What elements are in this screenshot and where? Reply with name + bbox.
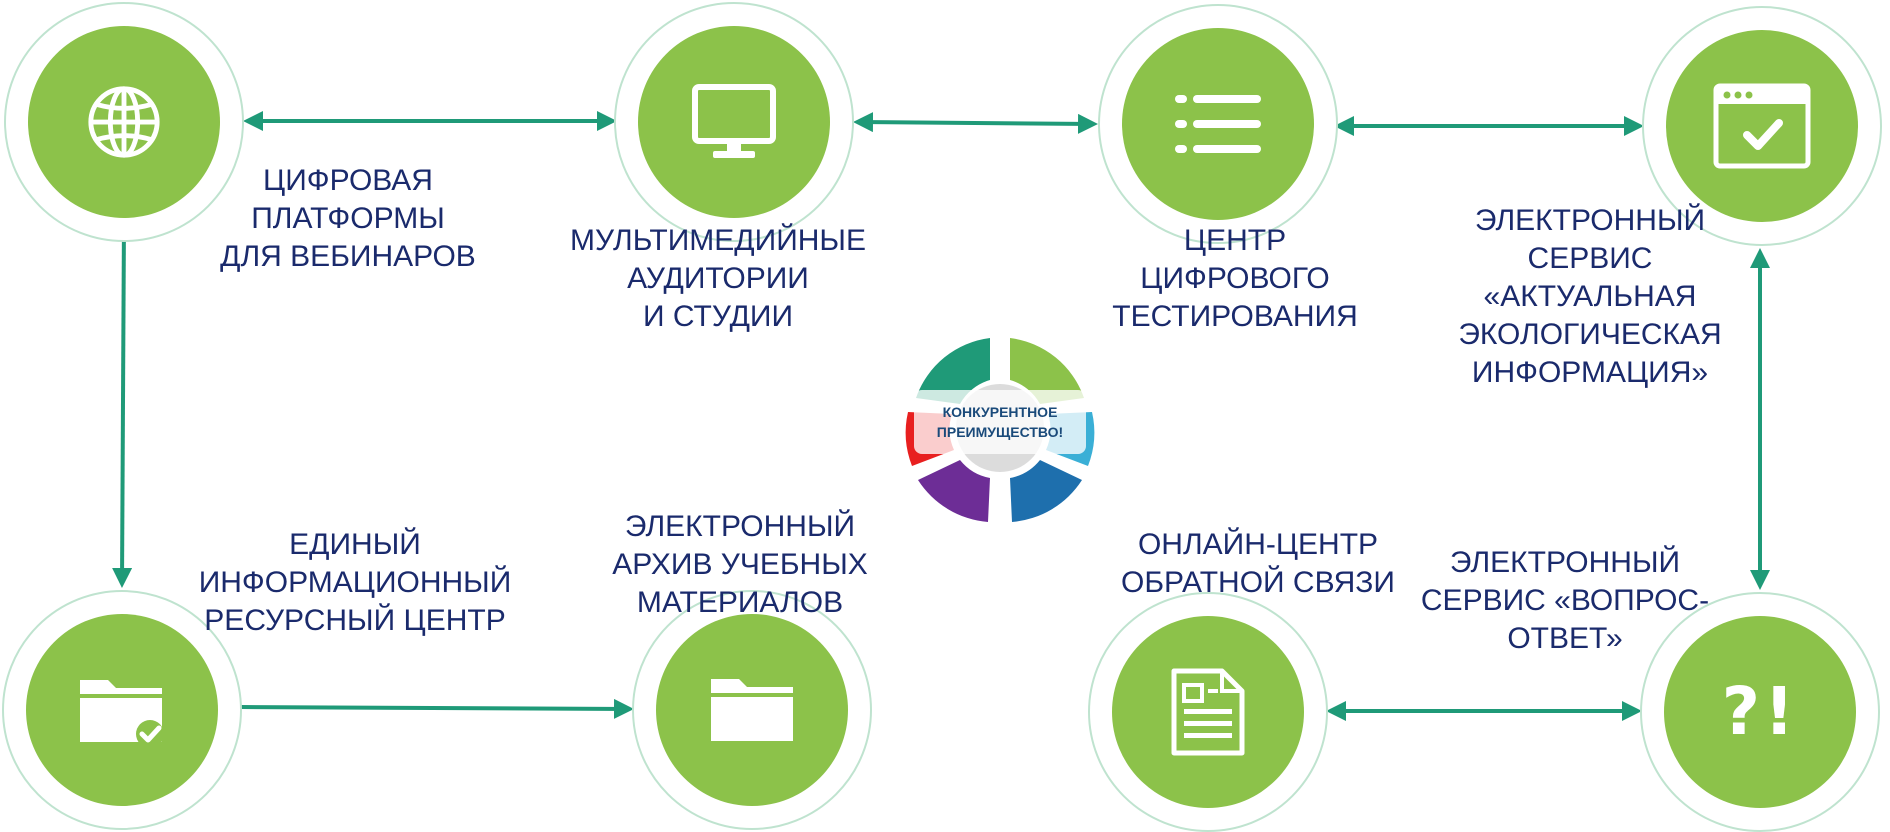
folder-icon — [711, 679, 793, 741]
label-line: И СТУДИИ — [642, 300, 794, 333]
question-exclamation-icon: ?! — [1721, 673, 1799, 750]
label-line: ИНФОРМАЦИЯ» — [1471, 356, 1709, 389]
label-line: ИНФОРМАЦИОННЫЙ — [198, 566, 512, 599]
label-feedback-center: ОНЛАЙН-ЦЕНТР ОБРАТНОЙ СВЯЗИ — [1088, 526, 1428, 602]
label-line: ЭЛЕКТРОННЫЙ — [624, 510, 856, 543]
hub-label-line: ПРЕИМУЩЕСТВО! — [936, 424, 1064, 440]
label-line: ЦИФРОВОГО — [1140, 262, 1330, 295]
label-line: ТЕСТИРОВАНИЯ — [1112, 300, 1358, 333]
label-qa-service: ЭЛЕКТРОННЫЙ СЕРВИС «ВОПРОС- ОТВЕТ» — [1400, 544, 1730, 658]
node-feedback-center — [1088, 592, 1328, 832]
folder-check-icon — [80, 680, 164, 748]
label-testing-center: ЦЕНТР ЦИФРОВОГО ТЕСТИРОВАНИЯ — [1075, 222, 1395, 336]
node-webinar-platform — [4, 2, 244, 242]
label-multimedia-rooms: МУЛЬТИМЕДИЙНЫЕ АУДИТОРИИ И СТУДИИ — [553, 222, 883, 336]
hub-label: КОНКУРЕНТНОЕ ПРЕИМУЩЕСТВО! — [914, 390, 1086, 454]
label-line: ЦЕНТР — [1183, 224, 1287, 257]
connector-webinar-resource — [112, 217, 133, 588]
label-line: ЕДИНЫЙ — [289, 528, 421, 561]
label-line: РЕСУРСНЫЙ ЦЕНТР — [204, 604, 506, 637]
label-line: ОТВЕТ» — [1507, 622, 1623, 655]
label-line: АУДИТОРИИ — [627, 262, 809, 295]
connector-resource-archive — [240, 698, 634, 719]
label-webinar-platform: ЦИФРОВАЯ ПЛАТФОРМЫ ДЛЯ ВЕБИНАРОВ — [188, 162, 508, 276]
label-archive: ЭЛЕКТРОННЫЙ АРХИВ УЧЕБНЫХ МАТЕРИАЛОВ — [575, 508, 905, 622]
label-line: СЕРВИС — [1527, 242, 1653, 275]
monitor-icon — [692, 84, 776, 158]
node-multimedia-rooms — [614, 2, 854, 242]
label-line: МУЛЬТИМЕДИЙНЫЕ — [570, 224, 866, 257]
document-icon — [1171, 668, 1245, 756]
label-eco-service: ЭЛЕКТРОННЫЙ СЕРВИС «АКТУАЛЬНАЯ ЭКОЛОГИЧЕ… — [1420, 202, 1760, 392]
node-eco-service — [1642, 6, 1882, 246]
label-line: ЭКОЛОГИЧЕСКАЯ — [1458, 318, 1722, 351]
label-line: ЭЛЕКТРОННЫЙ — [1474, 204, 1706, 237]
browser-check-icon — [1713, 83, 1811, 169]
connector-multimedia-testing — [853, 112, 1098, 134]
label-line: АРХИВ УЧЕБНЫХ — [612, 548, 868, 581]
label-line: МАТЕРИАЛОВ — [636, 586, 844, 619]
node-testing-center — [1098, 4, 1338, 244]
list-icon — [1175, 95, 1261, 153]
node-resource-center — [2, 590, 242, 830]
node-qa-service: ?! — [1640, 592, 1880, 832]
label-resource-center: ЕДИНЫЙ ИНФОРМАЦИОННЫЙ РЕСУРСНЫЙ ЦЕНТР — [180, 526, 530, 640]
label-line: ПЛАТФОРМЫ — [251, 202, 445, 235]
node-archive — [632, 590, 872, 830]
label-line: ЭЛЕКТРОННЫЙ — [1449, 546, 1681, 579]
label-line: СЕРВИС «ВОПРОС- — [1420, 584, 1710, 617]
label-line: ЦИФРОВАЯ — [263, 164, 433, 197]
globe-icon — [88, 86, 160, 158]
label-line: ДЛЯ ВЕБИНАРОВ — [220, 240, 476, 273]
hub-label-line: КОНКУРЕНТНОЕ — [942, 404, 1058, 420]
label-line: «АКТУАЛЬНАЯ — [1483, 280, 1697, 313]
label-line: ОНЛАЙН-ЦЕНТР — [1137, 528, 1379, 561]
label-line: ОБРАТНОЙ СВЯЗИ — [1121, 566, 1395, 599]
